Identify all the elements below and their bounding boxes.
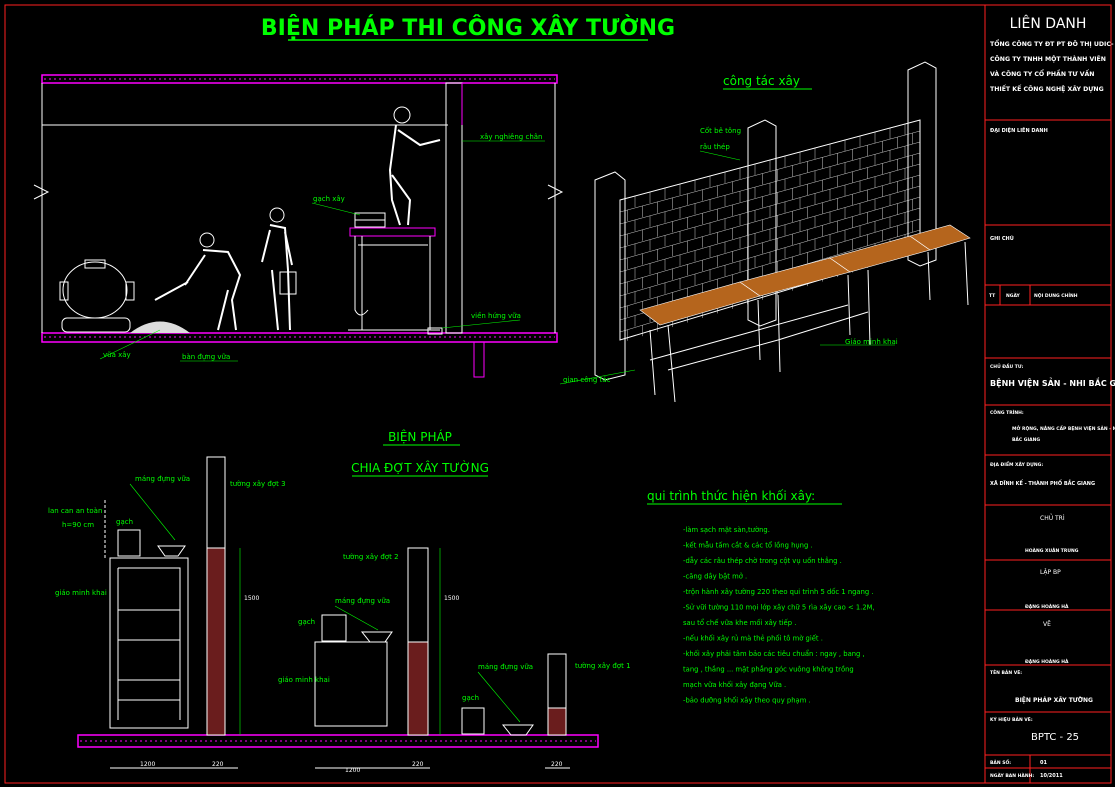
procedure-steps: -làm sạch mặt sàn,tường. -kết mẫu tấm cắt… <box>683 526 875 705</box>
procedure-step: -Sử vữi tường 110 mọi lớp xây chữ 5 rìa … <box>683 604 875 612</box>
label-dim-1200-2: 1200 <box>345 767 360 774</box>
label-mang-dung-vua-2: máng đựng vữa <box>335 597 390 605</box>
label-rau-thep: râu thép <box>700 143 730 151</box>
label-tuong-dot2: tường xây đợt 2 <box>343 553 399 561</box>
label-gach-2: gạch <box>298 618 315 626</box>
tb-chu-dau-tu: BỆNH VIỆN SẢN - NHI BẮC GIANG <box>990 376 1115 388</box>
heading-bien-phap: BIỆN PHÁP <box>388 429 452 444</box>
procedure-step: -trộn hành xây tường 220 theo qui trình … <box>683 588 874 596</box>
drawing-border <box>4 4 1112 784</box>
procedure-step: -kết mẫu tấm cắt & các tổ lồng hụng . <box>683 541 813 550</box>
label-ban-dung-vua: bàn đựng vữa <box>182 353 230 361</box>
label-mang-dung-vua-1: máng đựng vữa <box>478 663 533 671</box>
procedure-step: sau tổ chế vữa khe mối xây tiếp . <box>683 618 796 627</box>
label-dim-1500-3: 1500 <box>244 595 259 602</box>
label-gach-3: gạch <box>116 518 133 526</box>
tb-ky-hieu: BPTC - 25 <box>1031 732 1079 743</box>
label-dim-1500-2: 1500 <box>444 595 459 602</box>
tb-company-2: CÔNG TY TNHH MỘT THÀNH VIÊN <box>990 54 1106 63</box>
label-xay-nghieng: xây nghiêng chân <box>480 133 542 141</box>
label-gian-minh-khai-3: giáo minh khai <box>55 589 107 597</box>
drawing-title: BIỆN PHÁP THI CÔNG XÂY TƯỜNG <box>261 14 675 41</box>
tb-lap-bp: LẬP BP <box>1040 569 1061 576</box>
label-vua-xay: vữa xây <box>103 351 131 359</box>
procedure-step: mạch vữa khối xây đạng Vữa . <box>683 681 786 689</box>
title-block: LIÊN DANH TỔNG CÔNG TY ĐT PT ĐÔ THỊ UDIC… <box>984 5 1115 783</box>
label-lan-can: lan can an toàn <box>48 507 102 515</box>
tb-header: LIÊN DANH <box>1010 14 1087 32</box>
tb-ghi-chu: GHI CHÚ <box>990 235 1014 242</box>
heading-cong-tac-xay: công tác xây <box>723 74 800 88</box>
tb-chu-tri: CHỦ TRÌ <box>1040 514 1065 522</box>
stages-elevation: lan can an toàn h=90 cm gạch máng đựng v… <box>48 456 631 774</box>
label-gach-1: gạch <box>462 694 479 702</box>
tb-ngay: NGÀY <box>1006 292 1021 299</box>
tb-company-3: VÀ CÔNG TY CỔ PHẦN TƯ VẤN <box>990 68 1094 78</box>
tb-ban-so: 01 <box>1040 760 1047 766</box>
tb-ban-so-label: BẢN SỐ: <box>990 758 1011 766</box>
tb-ngay-val: 10/2011 <box>1040 773 1063 779</box>
heading-chia-dot: CHIA ĐỢT XÂY TƯỜNG <box>351 460 489 475</box>
tb-company-4: THIẾT KẾ CÔNG NGHỆ XÂY DỰNG <box>990 83 1104 93</box>
tb-cong-trinh-label: CÔNG TRÌNH: <box>990 408 1024 416</box>
tb-dia-diem-label: ĐỊA ĐIỂM XÂY DỰNG: <box>990 460 1043 468</box>
tb-ten-ban-ve-label: TÊN BẢN VẼ: <box>990 668 1022 676</box>
tb-ngay-label: NGÀY BAN HÀNH: <box>990 772 1034 779</box>
procedure-step: -căng dây bật mở . <box>683 573 747 581</box>
tb-tt: TT <box>989 293 996 299</box>
procedure-step: tang , thắng ... mặt phẳng góc vuông khô… <box>683 665 854 674</box>
label-dim-220-2: 220 <box>412 761 424 768</box>
label-dim-1200-3: 1200 <box>140 761 155 768</box>
procedure-step: -khối xây phải tâm bảo các tiêu chuẩn : … <box>683 649 865 658</box>
label-tuong-dot1: tường xây đợt 1 <box>575 662 631 670</box>
tb-lap-bp-name: ĐẶNG HOÀNG HÀ <box>1025 603 1069 610</box>
tb-ve-name: ĐẶNG HOÀNG HÀ <box>1025 658 1069 665</box>
tb-chu-tri-name: HOÀNG XUÂN TRUNG <box>1025 547 1079 554</box>
procedure-step: -nếu khối xây rủ mà thẻ phối tô mờ giết … <box>683 635 823 643</box>
label-gian-minh-khai-2: giáo minh khai <box>278 676 330 684</box>
tb-cong-trinh-2: BẮC GIANG <box>1012 435 1040 443</box>
procedure-step: -làm sạch mặt sàn,tường. <box>683 526 770 534</box>
label-tuong-dot3: tường xây đợt 3 <box>230 480 286 488</box>
tb-noi-dung: NỘI DUNG CHỈNH <box>1034 291 1078 299</box>
tb-dai-dien: ĐẠI DIỆN LIÊN DANH <box>990 126 1048 134</box>
label-dim-220-1: 220 <box>551 761 563 768</box>
tb-ten-ban-ve: BIỆN PHÁP XÂY TƯỜNG <box>1015 696 1093 704</box>
procedure-step: -dẫy các râu thép chờ trong cột vụ uốn t… <box>683 556 842 565</box>
label-gian-cong-tac: gian công tác <box>563 376 611 384</box>
label-vien-hang-vua: viền hứng vữa <box>471 312 521 320</box>
label-gach-xay: gạch xây <box>313 195 345 203</box>
label-gian-minh-khai-3d: Giáo minh khai <box>845 338 898 346</box>
procedure-heading: qui trình thức hiện khối xây: <box>647 489 815 503</box>
label-mang-dung-vua-3: máng đựng vữa <box>135 475 190 483</box>
isometric-view-wall: công tác xây Cốt bê tông râu thép Giáo m… <box>559 61 971 403</box>
procedure-step: -bảo dưỡng khối xây theo quy phạm . <box>683 697 811 705</box>
label-h90: h=90 cm <box>62 521 94 529</box>
section-view-bricklaying: xây nghiêng chân gạch xây vữa xây bàn đự… <box>33 74 564 378</box>
tb-company-1: TỔNG CÔNG TY ĐT PT ĐÔ THỊ UDIC- <box>990 38 1114 48</box>
tb-cong-trinh: MỞ RỘNG, NÂNG CẤP BỆNH VIỆN SẢN - NHI <box>1012 424 1115 432</box>
tb-dia-diem: XÃ DĨNH KẾ - THÀNH PHỐ BẮC GIANG <box>990 479 1095 487</box>
tb-ky-hieu-label: KÝ HIỆU BẢN VẼ: <box>990 715 1033 723</box>
label-cot-bt: Cốt bê tông <box>700 127 741 135</box>
tb-ve: VẼ <box>1043 621 1051 628</box>
label-dim-220-3: 220 <box>212 761 224 768</box>
tb-chu-dau-tu-label: CHỦ ĐẦU TƯ: <box>990 361 1024 370</box>
